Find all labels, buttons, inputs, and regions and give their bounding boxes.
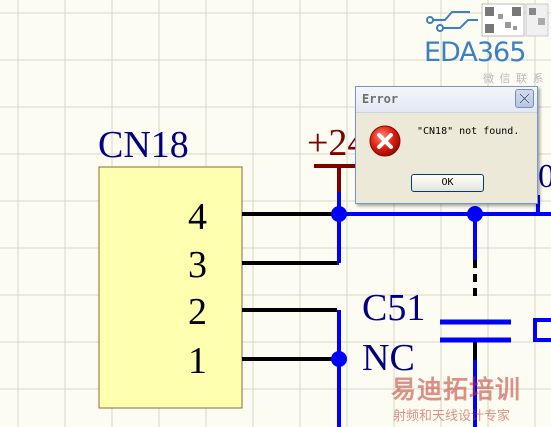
close-icon	[519, 93, 530, 104]
qr-code-graphic	[481, 3, 549, 37]
cut-off-label: 0	[538, 158, 551, 195]
dialog-message: "CN18" not found.	[417, 126, 520, 137]
error-icon	[369, 125, 401, 157]
logo-trace-graphic	[426, 11, 478, 32]
component-ref-label[interactable]: CN18	[98, 124, 189, 166]
logo-eda365: EDA365	[424, 37, 526, 68]
junction-dot	[331, 206, 347, 222]
ok-button[interactable]: OK	[411, 174, 484, 192]
dialog-title: Error	[362, 92, 399, 106]
pin-label-2: 2	[188, 291, 207, 333]
connector-pins	[242, 212, 337, 361]
close-button[interactable]	[515, 89, 534, 108]
capacitor-value-label[interactable]: NC	[362, 337, 415, 379]
pin-label-4: 4	[188, 196, 207, 238]
watermark-main: 易迪拓培训	[391, 375, 522, 404]
watermark-sub: 射频和天线设计专家	[393, 409, 511, 424]
pin-label-1: 1	[188, 340, 207, 382]
error-dialog[interactable]: Error "CN18" not found. OK	[355, 86, 538, 204]
wire-right-part	[533, 318, 551, 342]
wires[interactable]	[337, 190, 551, 427]
dialog-titlebar[interactable]: Error	[356, 87, 537, 113]
pin-label-3: 3	[188, 244, 207, 286]
capacitor-ref-label[interactable]: C51	[362, 287, 425, 329]
junction-dot	[467, 206, 483, 222]
junction-dot	[331, 351, 347, 367]
logo-subtitle: 微 信 联 系	[483, 72, 545, 85]
connector-body[interactable]	[98, 166, 243, 409]
